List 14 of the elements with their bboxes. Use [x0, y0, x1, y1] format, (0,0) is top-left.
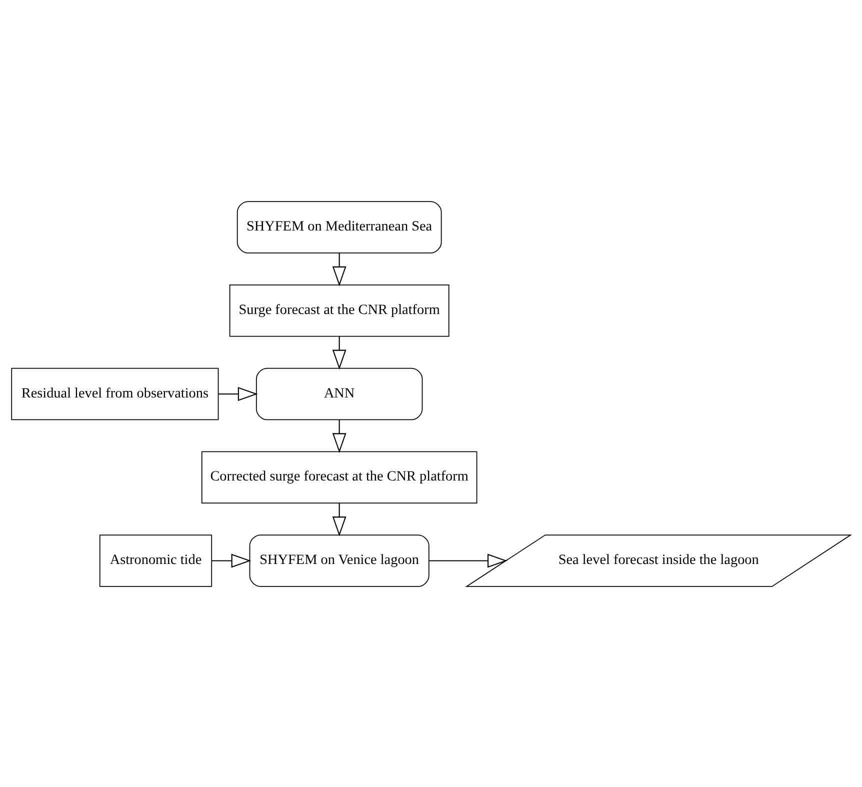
arrow: [332, 502, 346, 536]
arrow: [212, 553, 252, 568]
arrow: [332, 419, 346, 453]
node-box: Corrected surge forecast at the CNR platform: [201, 450, 478, 504]
arrow: [332, 336, 346, 370]
arrow: [218, 386, 258, 400]
node-box: Residual level from observations: [11, 367, 219, 420]
arrow: [429, 553, 508, 568]
node-box: ANN: [256, 367, 423, 420]
node-box: SHYFEM on Venice lagoon: [249, 534, 430, 586]
node-box: Astronomic tide: [99, 534, 212, 586]
arrow: [332, 252, 346, 286]
node-box: SHYFEM on Mediterranean Sea: [236, 200, 442, 253]
node-box: Surge forecast at the CNR platform: [229, 284, 450, 336]
